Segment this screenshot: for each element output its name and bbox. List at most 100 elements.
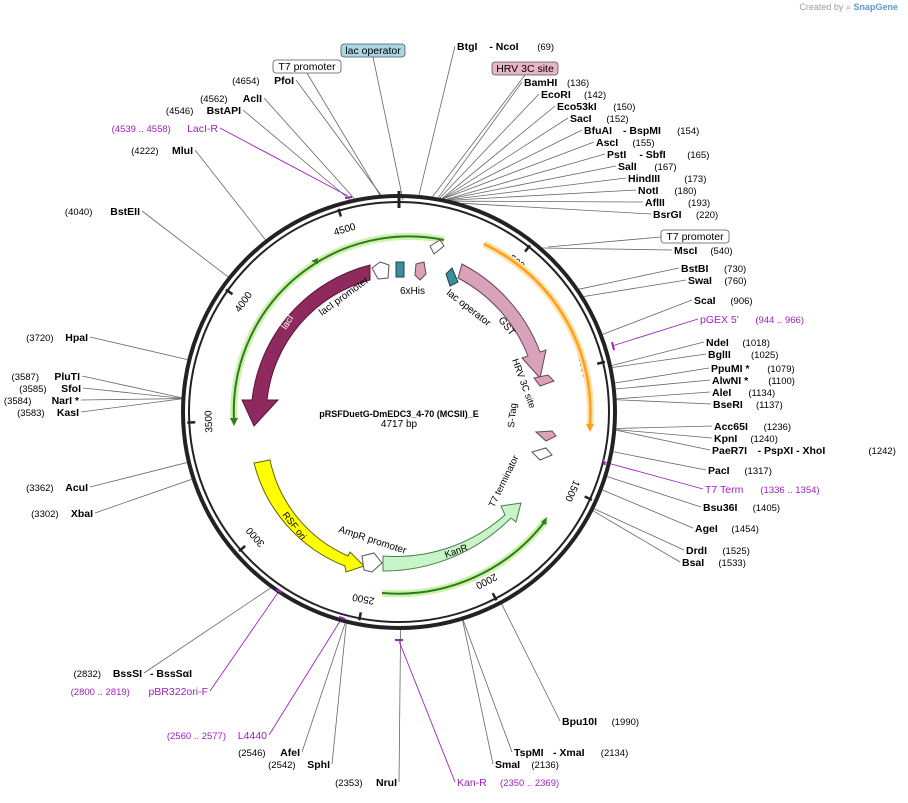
site-tspmi[interactable]: TspMI- XmaI(2134) [514,747,628,759]
leader-line [501,604,561,722]
site-kpni[interactable]: KpnI(1240) [714,433,778,445]
site-bstbi[interactable]: BstBI(730) [681,263,746,275]
site-bsu36i[interactable]: Bsu36I(1405) [703,502,780,514]
site-mlui[interactable]: MluI(4222) [131,145,193,157]
site-bsteii[interactable]: BstEII(4040) [65,206,140,218]
site-saci[interactable]: SacI(152) [570,113,629,125]
site-btgi[interactable]: BtgI- NcoI(69) [457,41,554,53]
feature-box-t7-promoter[interactable]: T7 promoter [660,229,730,244]
lacI-promoter-glyph[interactable] [371,261,390,280]
primer-marks [275,196,615,641]
site-position: (1100) [768,376,795,387]
site-pluti[interactable]: PluTI(3587) [12,371,81,383]
site-position: (1454) [731,524,758,535]
site-position: (4040) [65,207,92,218]
leader-line [448,177,627,201]
site-paci[interactable]: PacI(1317) [708,465,772,477]
site-position: (2353) [335,778,362,789]
hrv-site-glyph[interactable] [533,374,555,387]
GST-arrow[interactable] [457,263,547,380]
site-bpu10i[interactable]: Bpu10I(1990) [562,716,639,728]
leader-line [594,508,685,551]
KanR-arrow[interactable] [382,502,522,572]
site-noti[interactable]: NotI(180) [638,185,697,197]
site-msci[interactable]: MscI(540) [674,245,733,257]
site-bamhi[interactable]: BamHI(136) [524,77,589,89]
site-ppumi[interactable]: PpuMI *(1079) [711,363,795,375]
leader-line [242,109,351,200]
leader-line [612,353,707,368]
site-hpai[interactable]: HpaI(3720) [26,332,88,344]
site-paer7i[interactable]: PaeR7I- PspXI - XhoI(1242) [712,445,896,457]
site-ndei[interactable]: NdeI(1018) [706,337,770,349]
site-eco53ki[interactable]: Eco53kI(150) [557,101,635,113]
tick-label: 3000 [244,524,267,548]
feature-box-label: T7 promoter [666,231,724,243]
lac-operator-right-glyph[interactable] [445,267,459,287]
site-hindiii[interactable]: HindIII(173) [628,173,706,185]
site-agei[interactable]: AgeI(1454) [695,523,759,535]
site-bstapi[interactable]: BstAPI(4546) [166,105,241,117]
leader-line [454,200,644,203]
site-acui[interactable]: AcuI(3362) [26,482,88,494]
site-sali[interactable]: SalI(167) [618,161,677,173]
primer-kanr[interactable]: Kan-R(2350 .. 2369) [457,777,559,789]
lac-operator-left-glyph[interactable] [395,261,405,278]
site-nari[interactable]: NarI *(3584) [4,395,80,407]
site-aflii[interactable]: AflII(193) [645,197,710,209]
tick-mark [584,495,593,501]
site-sphi[interactable]: SphI(2542) [268,759,330,771]
site-bseri[interactable]: BseRI(1137) [713,399,783,411]
site-sfoi[interactable]: SfoI(3585) [19,383,81,395]
site-swai[interactable]: SwaI(760) [688,275,747,287]
site-bglii[interactable]: BglII(1025) [708,349,778,361]
feature-box-t7-promoter[interactable]: T7 promoter [272,59,342,74]
site-position: (1134) [748,388,775,399]
site-name: SwaI [688,275,712,287]
site-bsai[interactable]: BsaI(1533) [682,557,746,569]
feature-box [272,59,342,74]
site-nrui[interactable]: NruI (2353) [335,777,397,789]
primer-t7term[interactable]: T7 Term(1336 .. 1354) [705,484,820,496]
site-name: NruI [376,777,397,789]
site-acc65i[interactable]: Acc65I(1236) [714,421,791,433]
leader-line [616,425,713,429]
site-ecori[interactable]: EcoRI(142) [541,89,606,101]
site-alwni[interactable]: AlwNI *(1100) [712,375,795,387]
site-bfuai[interactable]: BfuAI- BspMI(154) [584,125,699,137]
s-tag-glyph[interactable] [534,430,557,442]
primer-l4440[interactable]: L4440(2560 .. 2577) [167,730,267,742]
RSF-ori-arrow[interactable] [253,459,365,573]
site-bsrgi[interactable]: BsrGI(220) [653,209,718,221]
site-position: (150) [613,102,635,113]
site-position: (730) [724,264,746,275]
lacI-arrow[interactable] [241,264,371,427]
site-drdi[interactable]: DrdI(1525) [686,545,750,557]
site-psti[interactable]: PstI- SbfI(165) [607,149,709,161]
site-kasi[interactable]: KasI(3583) [17,407,79,419]
outer-labels: BtgI- NcoI(69) BamHI(136)EcoRI(142)Eco53k… [4,41,896,789]
feature-box-lac-operator[interactable]: lac operator [340,43,406,58]
t7-promoter-glyph[interactable] [429,239,445,255]
site-smai[interactable]: SmaI(2136) [495,759,559,771]
site-pfoi[interactable]: PfoI(4654) [232,75,294,87]
t7-terminator-glyph[interactable] [531,447,553,461]
his-tag-glyph[interactable] [414,261,427,281]
site-alei[interactable]: AleI(1134) [712,387,775,399]
primer-lacir[interactable]: LacI-R(4539 .. 4558) [112,123,219,135]
site-asci[interactable]: AscI(155) [596,137,655,149]
primer-position: (1336 .. 1354) [760,485,819,496]
site-xbai[interactable]: XbaI(3302) [31,508,93,520]
site-acli[interactable]: AclI(4562) [200,93,262,105]
ampR-promoter-glyph[interactable] [361,552,383,573]
tick-mark [491,592,498,601]
site-bsssi[interactable]: BssSI(2832)- BssSαI [74,668,193,680]
primer-pbr322orif[interactable]: pBR322ori-F(2800 .. 2819) [71,686,208,698]
tick-label: 4500 [333,221,358,238]
tick-mark [238,545,246,553]
primer-pgex5[interactable]: pGEX 5'(944 .. 966) [700,314,804,326]
site-scai[interactable]: ScaI(906) [694,295,753,307]
site-afei[interactable]: AfeI(2546) [238,747,300,759]
site-position: (906) [730,296,752,307]
feature-box-hrv-3c-site[interactable]: HRV 3C site [491,61,559,76]
